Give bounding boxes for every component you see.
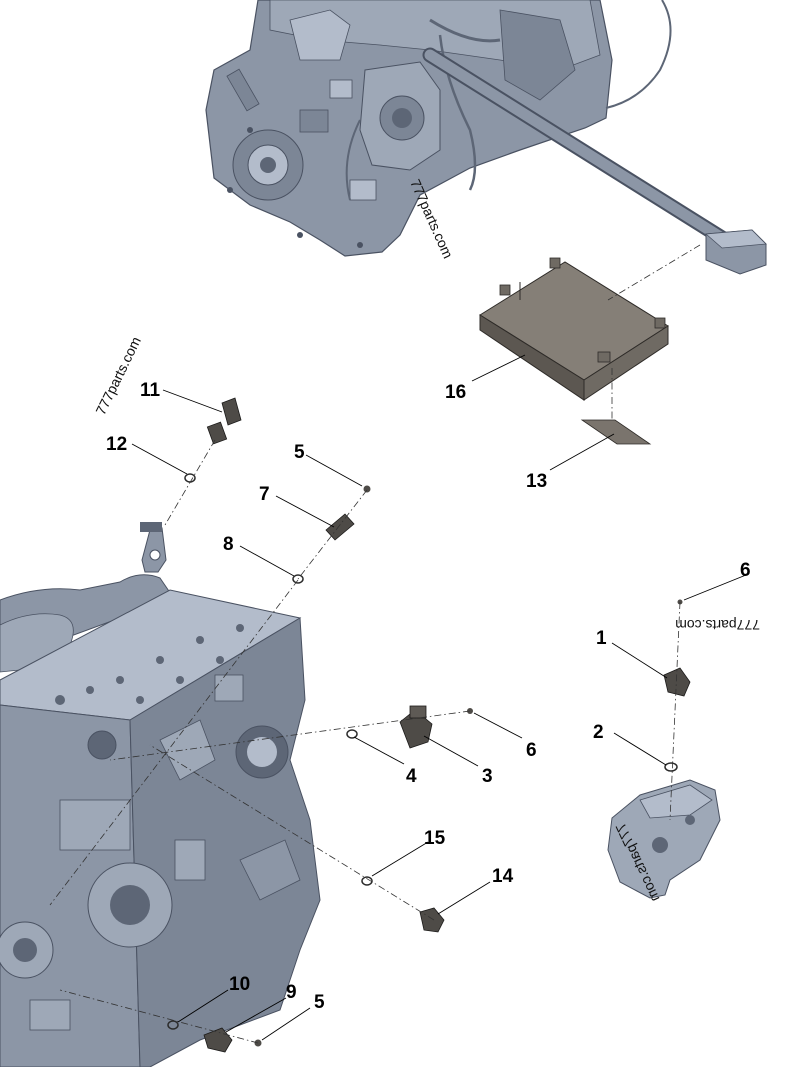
callout-7: 7 — [259, 484, 270, 505]
callout-5-top: 5 — [294, 442, 305, 463]
callout-numbers: 11 12 5 7 8 16 13 6 1 2 3 4 6 15 14 10 9… — [106, 380, 751, 1013]
o-ring-15 — [361, 876, 373, 886]
o-ring-8 — [292, 574, 304, 584]
intake-housing — [607, 779, 721, 899]
callout-13: 13 — [526, 471, 547, 492]
sensor-14 — [419, 907, 445, 933]
callout-8: 8 — [223, 534, 234, 555]
callout-12: 12 — [106, 434, 127, 455]
watermark-right: 777parts.com — [675, 617, 760, 633]
callout-3: 3 — [482, 766, 493, 787]
sensor-7 — [325, 513, 355, 541]
callout-5-bottom: 5 — [314, 992, 325, 1013]
callout-15: 15 — [424, 828, 446, 849]
o-ring-2 — [664, 762, 678, 772]
callout-11: 11 — [140, 380, 161, 401]
callout-1: 1 — [596, 628, 607, 649]
leader-lines — [131, 354, 747, 1041]
callout-6-mid: 6 — [526, 740, 537, 761]
engine-block-top — [205, 0, 767, 275]
callout-4: 4 — [406, 766, 417, 787]
label-plate — [580, 419, 652, 445]
callout-2: 2 — [593, 722, 604, 743]
watermark-left: 777parts.com — [92, 334, 144, 417]
callout-10: 10 — [229, 974, 250, 995]
ecu-module — [479, 257, 669, 401]
watermark-top: 777parts.com — [407, 177, 456, 261]
callout-16: 16 — [445, 382, 466, 403]
callout-14: 14 — [492, 866, 514, 887]
sensor-1 — [663, 667, 691, 697]
bolt-5-top — [363, 485, 371, 493]
sensor-3 — [399, 705, 433, 749]
o-ring-12 — [184, 473, 196, 483]
sensor-11 — [206, 397, 242, 445]
callout-9: 9 — [286, 982, 297, 1003]
callout-6-right: 6 — [740, 560, 751, 581]
engine-block-bottom — [0, 522, 321, 1067]
assembly-lines — [49, 244, 701, 1044]
o-ring-10 — [167, 1020, 179, 1030]
o-ring-4 — [346, 729, 358, 739]
